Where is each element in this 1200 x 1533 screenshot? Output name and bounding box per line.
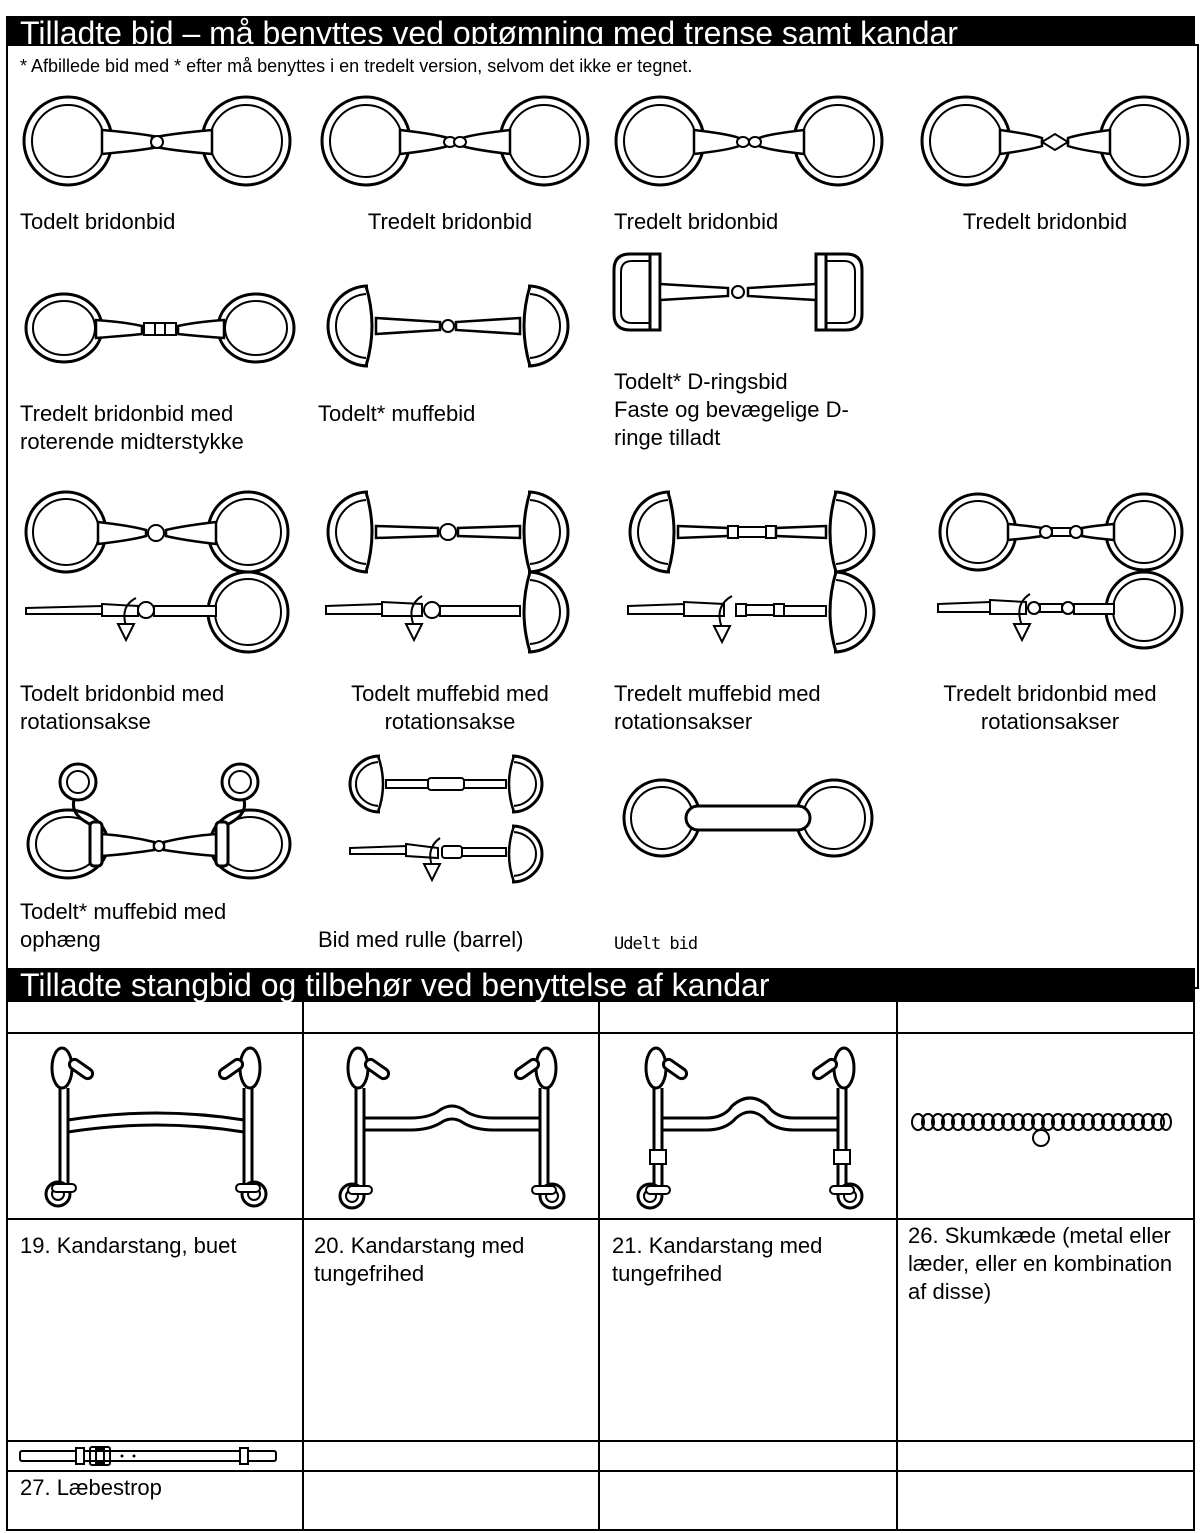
curb-label: 21. Kandarstang med tungefrihed — [612, 1233, 823, 1286]
curb-label: 19. Kandarstang, buet — [20, 1233, 237, 1258]
bit-label: Todelt bridonbid med rotationsakse — [20, 681, 225, 734]
bit-label: Bid med rulle (barrel) — [318, 927, 524, 952]
section-note: * Afbillede bid med * efter må benyttes … — [20, 56, 693, 76]
bit-label: Todelt bridonbid — [20, 209, 176, 234]
curb-bit-curved-icon — [36, 1040, 276, 1212]
section-heading-snaffle: Tilladte bid – må benyttes ved optømning… — [6, 16, 1195, 50]
bit-label: Todelt* muffebid — [318, 401, 476, 426]
bit-label: Udelt bid — [614, 934, 698, 954]
curb-label: 26. Skumkæde (metal eller læder, eller e… — [908, 1223, 1173, 1304]
bit-label: Tredelt muffebid med rotationsakser — [614, 681, 821, 734]
bit-label: Tredelt bridonbid med roterende midterst… — [20, 401, 244, 454]
lip-strap-icon — [18, 1445, 280, 1467]
d-ring-bit-icon — [610, 250, 866, 334]
curb-bit-port-icon — [330, 1040, 574, 1212]
mullen-bit-icon — [620, 776, 876, 860]
hanging-cheek-bit-icon — [24, 760, 294, 880]
bit-label: Tredelt bridonbid — [962, 209, 1128, 234]
rotating-axis-bit-icon — [624, 486, 880, 658]
rotating-axis-bit-icon — [322, 486, 574, 658]
curb-chain-icon — [910, 1110, 1172, 1150]
three-piece-loose-ring-bit-icon — [920, 94, 1190, 188]
barrel-bit-icon — [346, 752, 546, 892]
rotating-center-bit-icon — [24, 290, 296, 370]
curb-table — [6, 1002, 1195, 1531]
two-piece-loose-ring-bit-icon — [22, 94, 292, 188]
eggbutt-bit-icon — [322, 280, 574, 372]
curb-label: 20. Kandarstang med tungefrihed — [314, 1233, 525, 1286]
rotating-axis-bit-icon — [934, 486, 1190, 658]
curb-bit-high-port-icon — [628, 1040, 872, 1212]
bit-label: Tredelt bridonbid med rotationsakser — [943, 681, 1157, 734]
three-piece-loose-ring-bit-icon — [320, 94, 590, 188]
bit-label: Todelt* D-ringsbid — [614, 369, 788, 394]
bit-label: Faste og bevægelige D-ringe tilladt — [614, 397, 849, 450]
bit-label: Todelt muffebid med rotationsakse — [351, 681, 549, 734]
rotating-axis-bit-icon — [22, 486, 298, 658]
curb-label: 27. Læbestrop — [20, 1475, 162, 1500]
bit-label: Todelt* muffebid med ophæng — [20, 899, 227, 952]
bit-label: Tredelt bridonbid — [614, 209, 779, 234]
bit-label: Tredelt bridonbid — [367, 209, 533, 234]
three-piece-loose-ring-bit-icon — [614, 94, 884, 188]
section-heading-curb: Tilladte stangbid og tilbehør ved benytt… — [6, 968, 1195, 1002]
